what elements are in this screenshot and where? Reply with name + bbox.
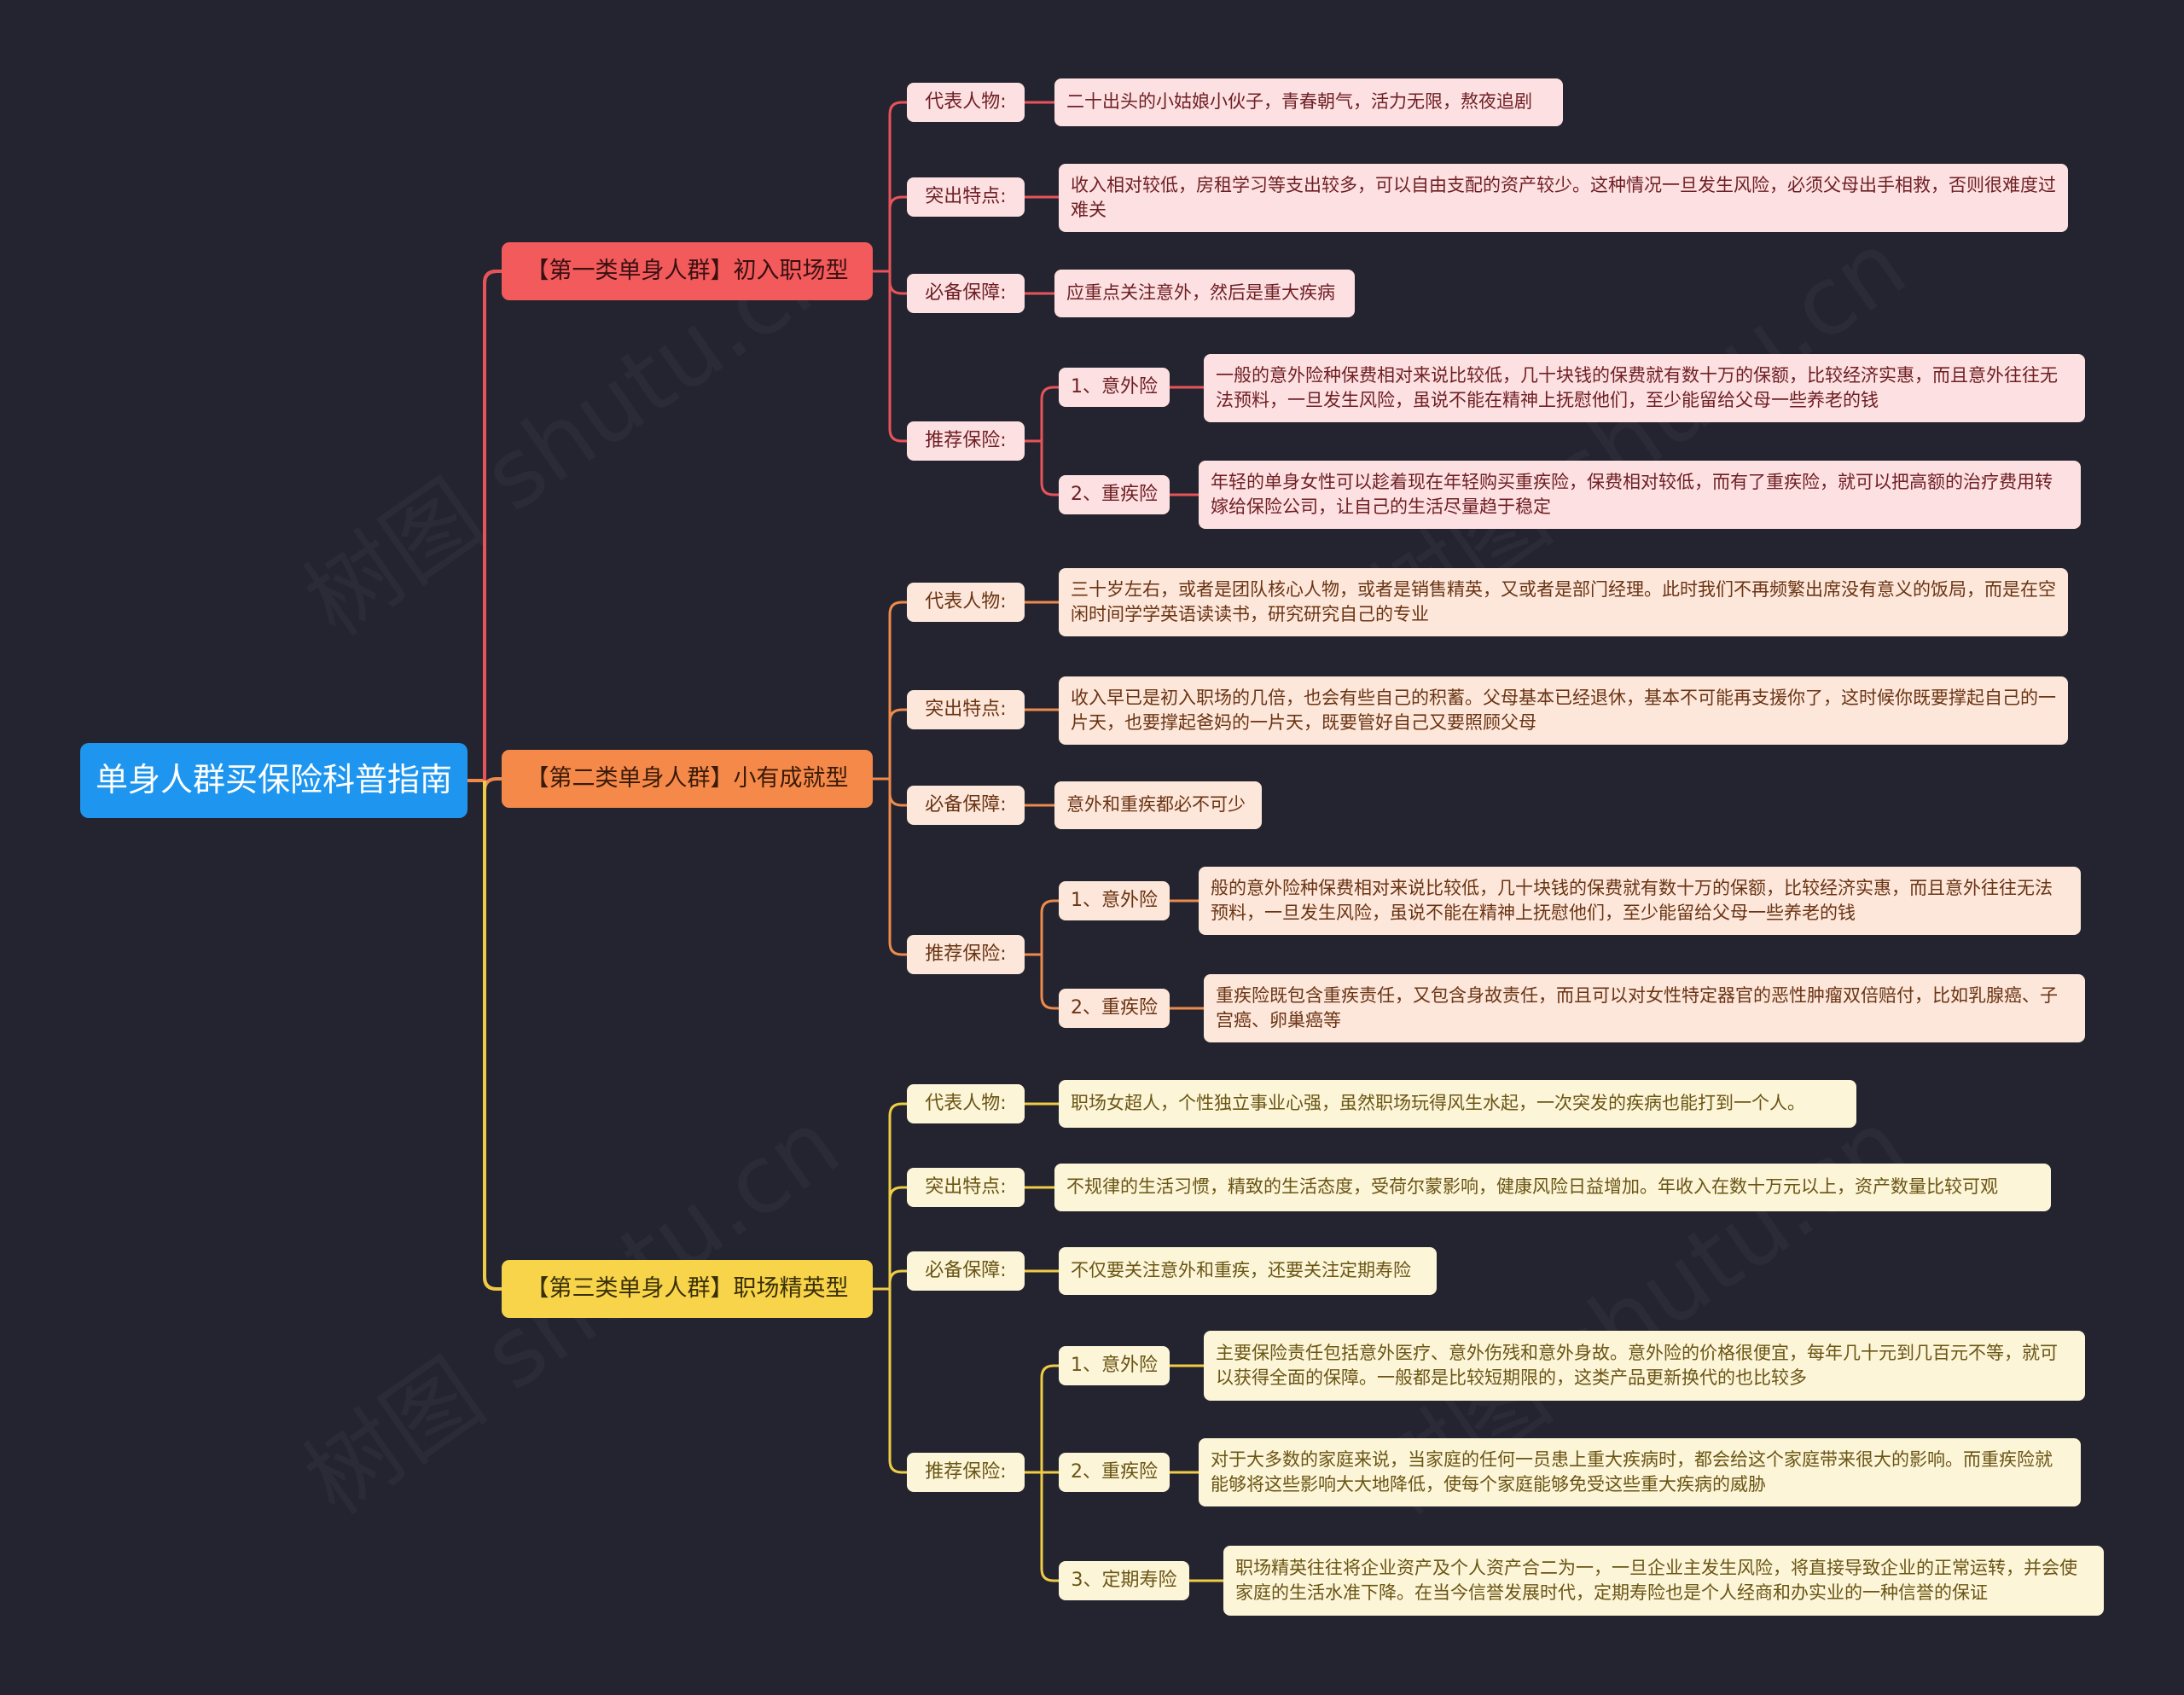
- connector-line: [888, 708, 907, 779]
- recommend-critical-illness-text[interactable]: 对于大多数的家庭来说，当家庭的任何一员患上重大疾病时，都会给这个家庭带来很大的影…: [1199, 1438, 2081, 1506]
- connector-line: [888, 271, 907, 295]
- connector-line: [888, 195, 907, 271]
- connector-line: [483, 781, 502, 1291]
- branch-topic[interactable]: 【第三类单身人群】职场精英型: [502, 1260, 873, 1318]
- connector-line: [888, 601, 907, 779]
- recommend-critical-illness-text[interactable]: 年轻的单身女性可以趁着现在年轻购买重疾险，保费相对较低，而有了重疾险，就可以把高…: [1199, 461, 2081, 529]
- connector-line: [483, 781, 502, 1291]
- category-essential[interactable]: 必备保障:: [907, 1251, 1025, 1291]
- connector-line: [888, 271, 907, 443]
- category-recommended[interactable]: 推荐保险:: [907, 935, 1025, 974]
- recommend-critical-illness[interactable]: 2、重疾险: [1059, 475, 1170, 514]
- recommend-term-life-text[interactable]: 职场精英往往将企业资产及个人资产合二为一，一旦企业主发生风险，将直接导致企业的正…: [1223, 1546, 2104, 1616]
- category-essential[interactable]: 必备保障:: [907, 786, 1025, 825]
- recommend-accident-text[interactable]: 般的意外险种保费相对来说比较低，几十块钱的保费就有数十万的保额，比较经济实惠，而…: [1199, 867, 2081, 935]
- connector-line: [888, 1102, 907, 1289]
- connector-line: [1040, 386, 1059, 441]
- connector-line: [483, 270, 502, 781]
- features-text[interactable]: 不规律的生活习惯，精致的生活态度，受荷尔蒙影响，健康风险日益增加。年收入在数十万…: [1054, 1164, 2051, 1211]
- connector-line: [888, 1186, 907, 1289]
- recommend-term-life[interactable]: 3、定期寿险: [1059, 1561, 1189, 1600]
- essential-text[interactable]: 意外和重疾都必不可少: [1054, 781, 1262, 829]
- category-essential[interactable]: 必备保障:: [907, 274, 1025, 313]
- category-representative[interactable]: 代表人物:: [907, 1084, 1025, 1123]
- recommend-critical-illness-text[interactable]: 重疾险既包含重疾责任，又包含身故责任，而且可以对女性特定器官的恶性肿瘤双倍赔付，…: [1204, 974, 2085, 1042]
- connector-line: [1040, 1472, 1059, 1582]
- category-features[interactable]: 突出特点:: [907, 177, 1025, 217]
- recommend-critical-illness[interactable]: 2、重疾险: [1059, 1453, 1170, 1492]
- connector-line: [1040, 899, 1059, 955]
- recommend-critical-illness[interactable]: 2、重疾险: [1059, 989, 1170, 1028]
- connector-line: [483, 270, 502, 781]
- recommend-accident-text[interactable]: 主要保险责任包括意外医疗、意外伤残和意外身故。意外险的价格很便宜，每年几十元到几…: [1204, 1331, 2085, 1401]
- connector-line: [888, 1289, 907, 1474]
- representative-text[interactable]: 三十岁左右，或者是团队核心人物，或者是销售精英，又或者是部门经理。此时我们不再频…: [1059, 568, 2068, 636]
- features-text[interactable]: 收入相对较低，房租学习等支出较多，可以自由支配的资产较少。这种情况一旦发生风险，…: [1059, 164, 2068, 232]
- branch-topic[interactable]: 【第二类单身人群】小有成就型: [502, 750, 873, 808]
- branch-topic[interactable]: 【第一类单身人群】初入职场型: [502, 242, 873, 300]
- connector-line: [1040, 955, 1059, 1010]
- recommend-accident[interactable]: 1、意外险: [1059, 1346, 1170, 1385]
- features-text[interactable]: 收入早已是初入职场的几倍，也会有些自己的积蓄。父母基本已经退休，基本不可能再支援…: [1059, 676, 2068, 745]
- connector-line: [888, 779, 907, 807]
- recommend-accident[interactable]: 1、意外险: [1059, 368, 1170, 407]
- recommend-accident-text[interactable]: 一般的意外险种保费相对来说比较低，几十块钱的保费就有数十万的保额，比较经济实惠，…: [1204, 354, 2085, 422]
- category-features[interactable]: 突出特点:: [907, 690, 1025, 729]
- connector-line: [888, 779, 907, 956]
- category-recommended[interactable]: 推荐保险:: [907, 1453, 1025, 1492]
- connector-line: [1040, 441, 1059, 496]
- representative-text[interactable]: 职场女超人，个性独立事业心强，虽然职场玩得风生水起，一次突发的疾病也能打到一个人…: [1059, 1080, 1856, 1128]
- category-representative[interactable]: 代表人物:: [907, 83, 1025, 122]
- essential-text[interactable]: 不仅要关注意外和重疾，还要关注定期寿险: [1059, 1247, 1437, 1295]
- connector-line: [888, 1269, 907, 1289]
- category-representative[interactable]: 代表人物:: [907, 583, 1025, 622]
- root-topic[interactable]: 单身人群买保险科普指南: [80, 743, 468, 818]
- connector-line: [1040, 1364, 1059, 1472]
- connector-line: [888, 101, 907, 271]
- category-features[interactable]: 突出特点:: [907, 1168, 1025, 1207]
- connector-line: [483, 777, 502, 792]
- representative-text[interactable]: 二十出头的小姑娘小伙子，青春朝气，活力无限，熬夜追剧: [1054, 78, 1563, 126]
- recommend-accident[interactable]: 1、意外险: [1059, 881, 1170, 920]
- essential-text[interactable]: 应重点关注意外，然后是重大疾病: [1054, 270, 1355, 317]
- category-recommended[interactable]: 推荐保险:: [907, 421, 1025, 461]
